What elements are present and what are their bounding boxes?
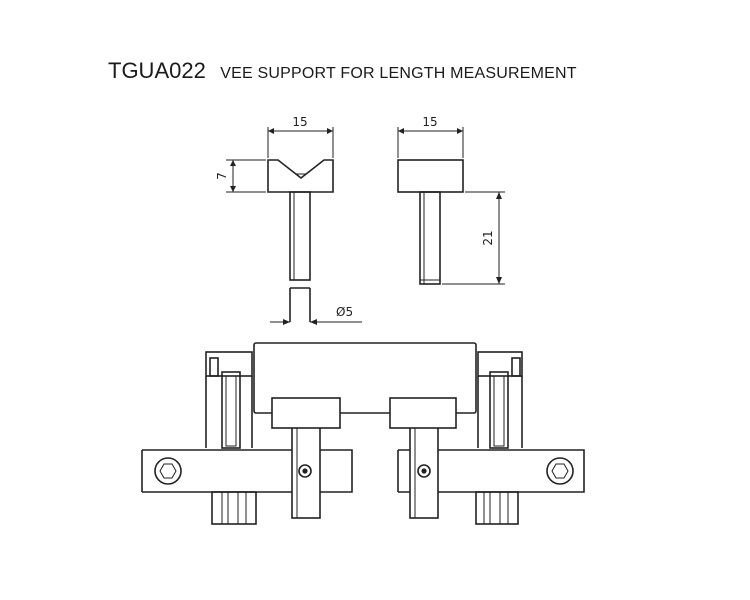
- dimension-front-width: 15: [267, 115, 334, 158]
- dimension-side-width: 15: [397, 115, 464, 158]
- left-set-screw: [298, 464, 312, 478]
- right-base-plate: [397, 449, 585, 493]
- dimension-head-height: 7: [215, 159, 266, 193]
- right-set-screw: [417, 464, 431, 478]
- left-base-plate: [141, 449, 353, 493]
- dimension-pin-length: 21: [442, 191, 505, 285]
- side-view-support: [397, 159, 464, 285]
- front-width-label: 15: [292, 115, 307, 129]
- pin-length-label: 21: [481, 230, 495, 245]
- left-clamp-stand: [205, 351, 257, 525]
- right-vee-support-assembly: [389, 397, 457, 519]
- part-code: TGUA022: [108, 58, 206, 83]
- part-description: VEE SUPPORT FOR LENGTH MEASUREMENT: [220, 65, 577, 82]
- drawing-title: TGUA022 VEE SUPPORT FOR LENGTH MEASUREME…: [108, 58, 577, 84]
- right-bolt-head: [546, 457, 574, 485]
- right-clamp-stand: [475, 351, 523, 525]
- left-bolt-head: [154, 457, 182, 485]
- dimension-pin-diameter: Ø5: [270, 305, 362, 325]
- front-view-vee-support: [267, 159, 334, 322]
- pin-diameter-label: Ø5: [336, 305, 353, 319]
- head-height-label: 7: [215, 172, 229, 180]
- assembly-view: [141, 342, 585, 525]
- measured-cylinder: [253, 342, 477, 414]
- side-width-label: 15: [422, 115, 437, 129]
- left-vee-support-assembly: [271, 397, 341, 519]
